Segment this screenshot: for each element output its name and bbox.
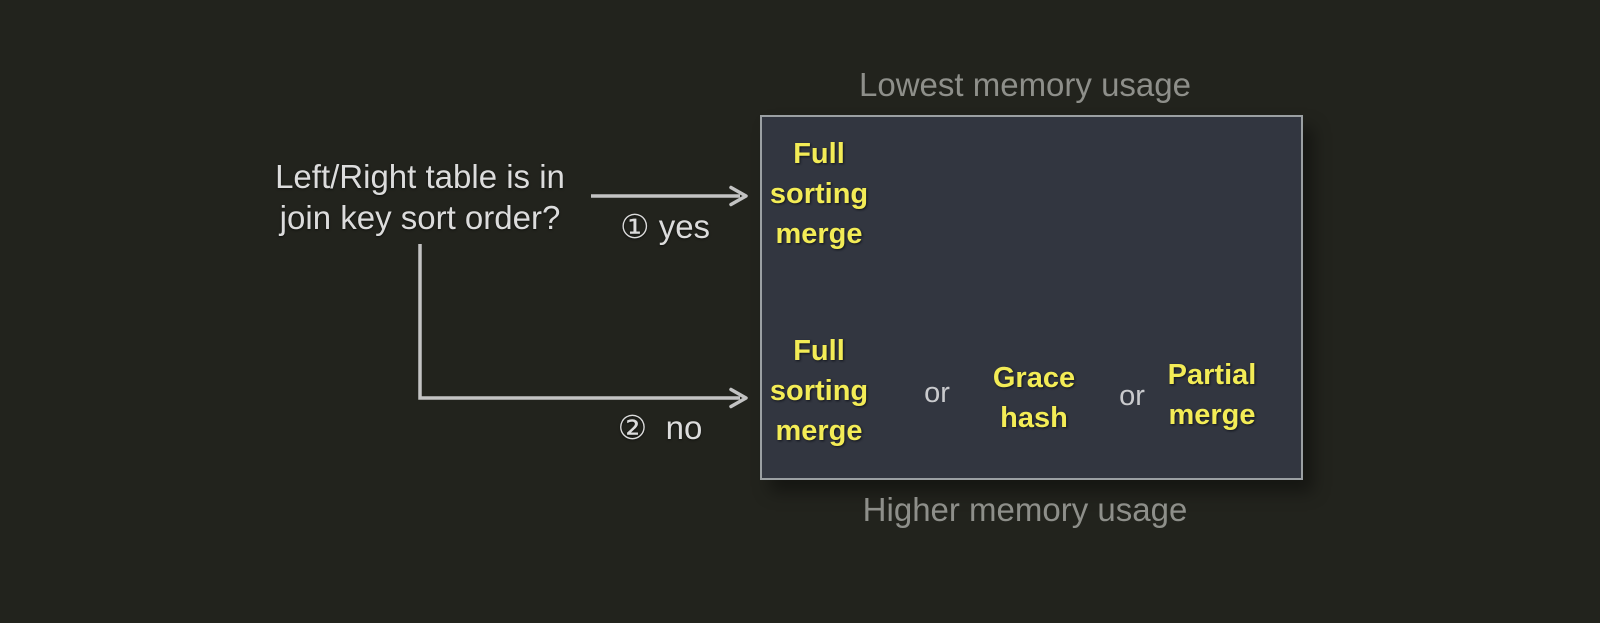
algo-line: Full bbox=[793, 138, 845, 170]
or-separator: or bbox=[1119, 380, 1145, 412]
yes-arrow-head-icon bbox=[729, 185, 748, 207]
algo-line: Partial bbox=[1167, 359, 1257, 391]
algo-line: sorting bbox=[769, 375, 869, 407]
caption-higher-memory: Higher memory usage bbox=[862, 491, 1188, 528]
algo-line: merge bbox=[775, 415, 863, 447]
algo-line: Grace bbox=[992, 362, 1076, 394]
join-algorithms-box: Full sorting merge Full sorting merge or… bbox=[760, 115, 1303, 480]
algo-line: merge bbox=[1168, 399, 1256, 431]
algo-partial-merge: Partial merge bbox=[1152, 355, 1272, 435]
question-line: Left/Right table is in bbox=[275, 158, 565, 195]
question-text: Left/Right table is in join key sort ord… bbox=[240, 156, 600, 238]
or-separator: or bbox=[924, 377, 950, 409]
branch-yes-label: ① yes bbox=[619, 208, 711, 245]
algo-line: sorting bbox=[769, 178, 869, 210]
question-line: join key sort order? bbox=[279, 199, 561, 236]
caption-lowest-memory: Lowest memory usage bbox=[859, 66, 1191, 103]
algo-line: merge bbox=[775, 218, 863, 250]
algo-full-sorting-merge-sorted: Full sorting merge bbox=[764, 134, 874, 254]
algo-line: hash bbox=[1000, 402, 1068, 434]
no-arrow-line bbox=[418, 244, 740, 400]
algo-grace-hash: Grace hash bbox=[974, 358, 1094, 438]
no-arrow-head-icon bbox=[729, 387, 748, 409]
branch-no-label: ② no bbox=[617, 409, 703, 446]
algo-line: Full bbox=[793, 335, 845, 367]
algo-full-sorting-merge-unsorted: Full sorting merge bbox=[764, 331, 874, 451]
